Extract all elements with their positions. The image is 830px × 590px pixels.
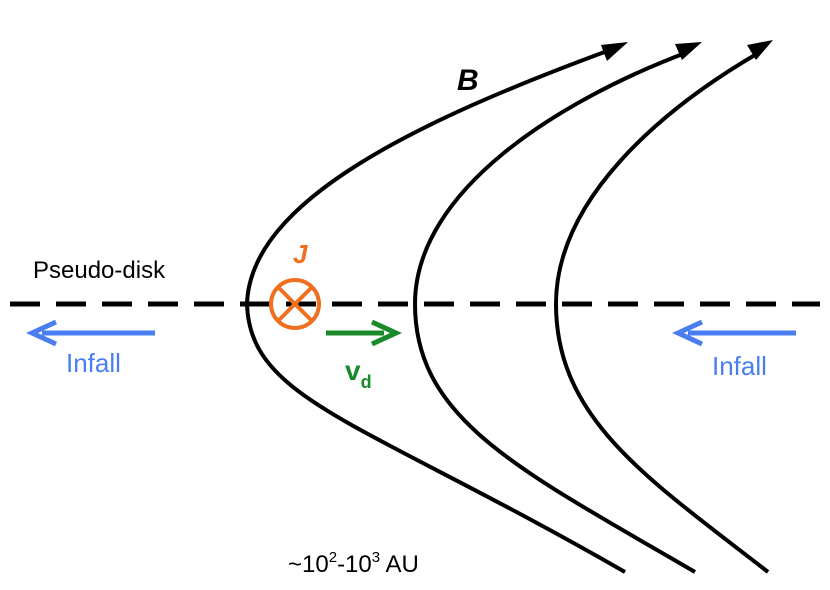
- drift-velocity-label: vd: [345, 355, 372, 392]
- field-line-1-arrowhead: [601, 42, 628, 61]
- pseudo-disk-label: Pseudo-disk: [33, 257, 166, 284]
- scale-label: ~102-103 AU: [288, 549, 419, 578]
- current-into-page-icon: [269, 278, 321, 330]
- field-line-2-arrowhead: [675, 42, 702, 60]
- drift-velocity-arrow: [326, 319, 403, 347]
- infall-label-left: Infall: [66, 348, 121, 378]
- field-line-3-arrowhead: [747, 40, 773, 60]
- current-label: J: [293, 239, 308, 269]
- field-line-2: [412, 50, 697, 574]
- infall-label-right: Infall: [712, 351, 767, 381]
- field-line-3: [553, 50, 770, 574]
- infall-arrow-right: [671, 319, 796, 347]
- infall-arrow-left: [25, 319, 155, 347]
- magnetic-field-label: B: [457, 64, 479, 97]
